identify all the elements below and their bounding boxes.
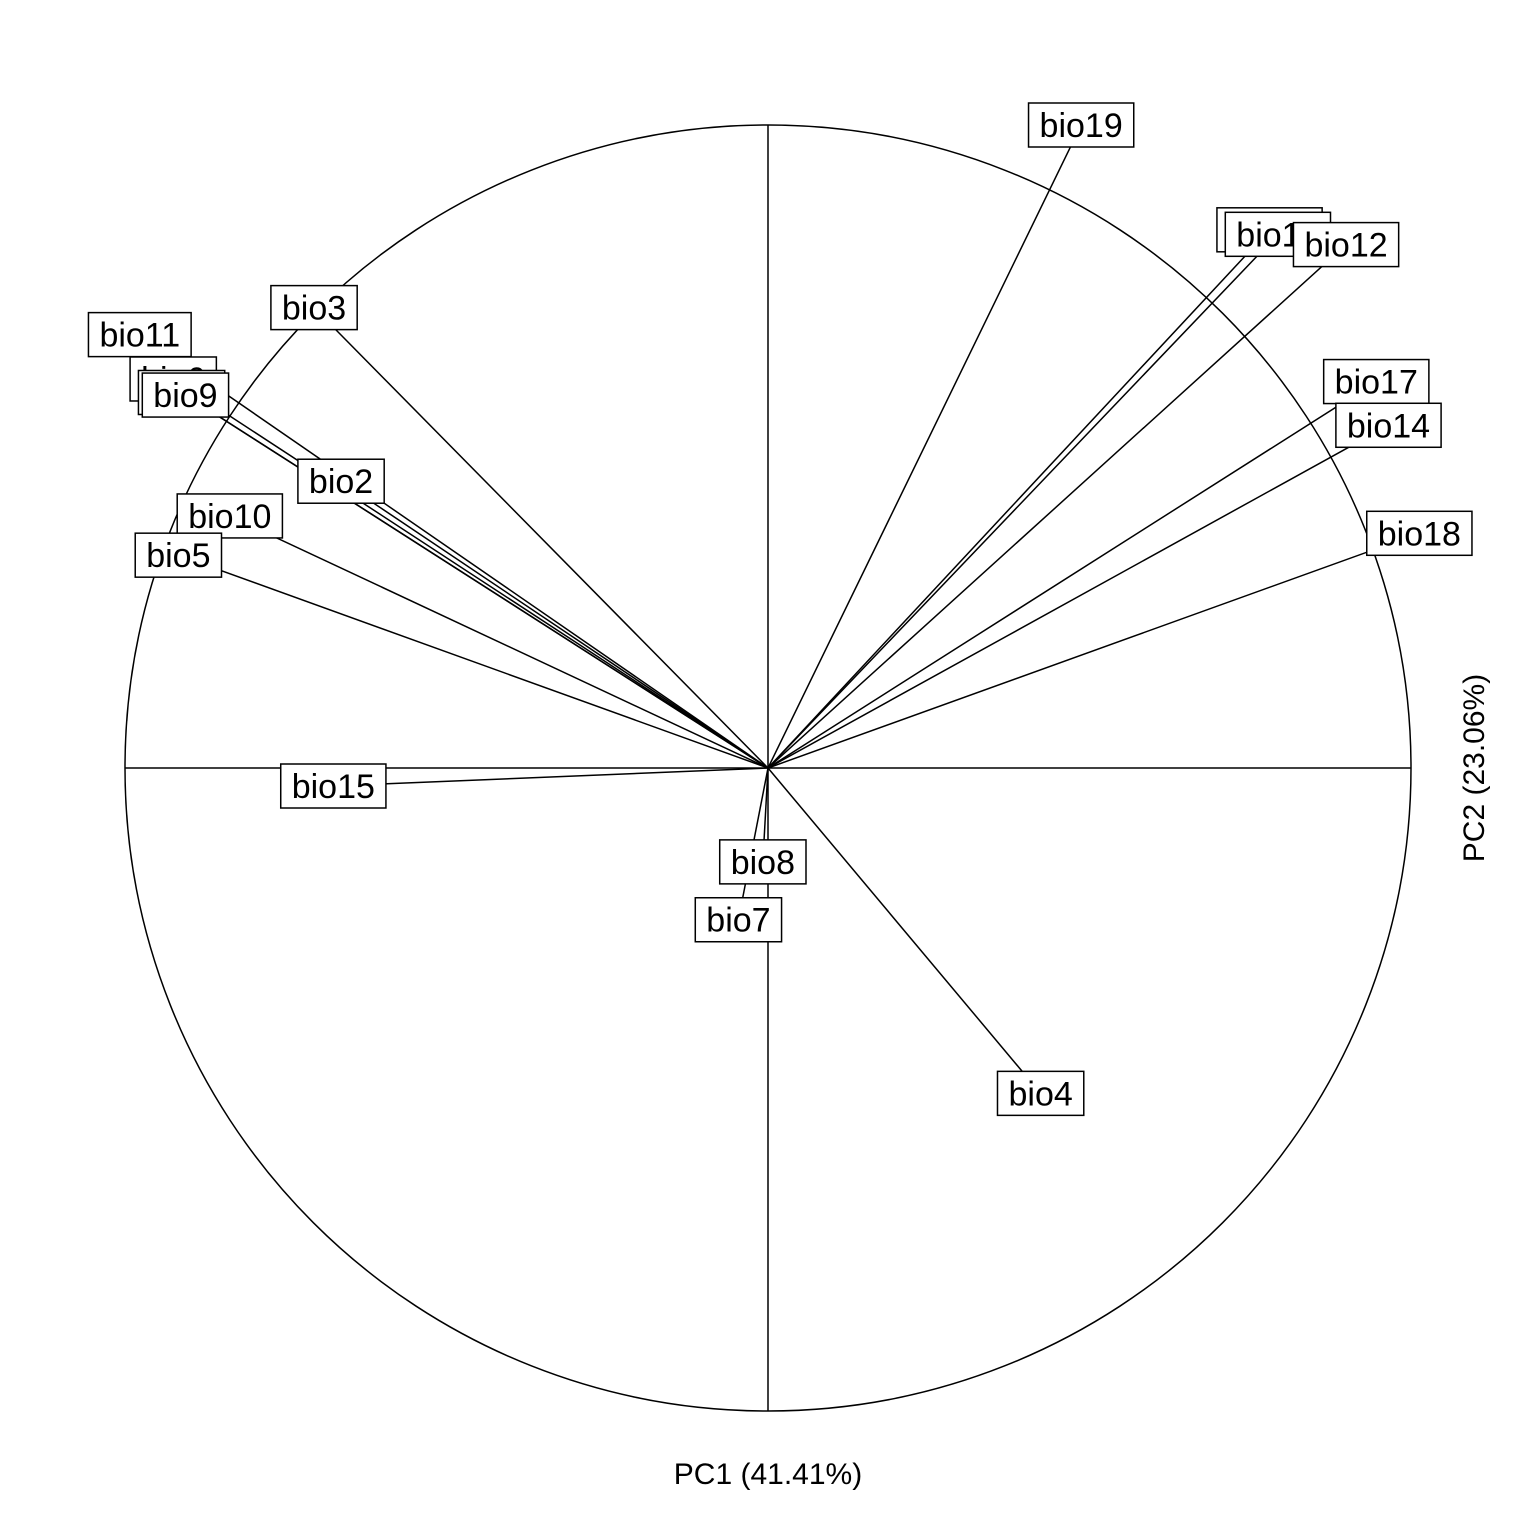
- label-box-bio7: [694, 896, 783, 943]
- loading-arrow-bio15: [331, 767, 769, 793]
- y-axis-title: PC2 (23.06%): [1458, 674, 1491, 862]
- label-box-bio5: [134, 532, 223, 578]
- label-box-bio12: [1292, 221, 1400, 268]
- loading-arrow-bio11: [138, 333, 769, 769]
- loading-arrow-bio9: [184, 394, 769, 769]
- label-text-bio3: bio3: [282, 290, 346, 328]
- label-box-bio10: [176, 493, 284, 539]
- label-box-bio18: [1366, 510, 1473, 557]
- variable-label-bio12: bio12: [1292, 221, 1400, 268]
- loading-arrow-bio5: [176, 552, 769, 769]
- label-box-bio2: [297, 458, 385, 504]
- label-text-bio19: bio19: [1040, 107, 1123, 145]
- variable-label-bio19: bio19: [1027, 102, 1135, 148]
- label-text-bio2: bio2: [309, 463, 373, 501]
- variable-label-bio5: bio5: [134, 532, 223, 578]
- loading-arrow-bio3: [312, 306, 769, 769]
- label-text-bio14: bio14: [1347, 407, 1430, 445]
- loading-arrow-bio2: [339, 480, 769, 769]
- label-box-bio9: [141, 372, 230, 418]
- label-text-bio9: bio9: [153, 377, 217, 415]
- label-text-bio11: bio11: [99, 317, 180, 355]
- loading-arrow-bio13: [767, 228, 1271, 769]
- variable-label-bio8: bio8: [718, 839, 807, 885]
- label-box-bio11: [87, 311, 192, 358]
- variable-label-bio4: bio4: [996, 1070, 1085, 1117]
- label-box-bio4: [996, 1070, 1085, 1117]
- variable-label-bio7: bio7: [694, 896, 783, 943]
- label-text-bio10: bio10: [188, 498, 271, 536]
- loading-arrow-bio4: [767, 767, 1042, 1095]
- variable-label-bio11: bio11: [87, 311, 192, 358]
- loading-arrow-bio16: [767, 233, 1279, 769]
- loading-arrow-bio10: [228, 514, 769, 769]
- label-text-bio15: bio15: [292, 768, 375, 806]
- label-box-bio3: [270, 284, 358, 331]
- loading-arrow-bio6: [171, 378, 769, 769]
- label-box-bio19: [1027, 102, 1135, 148]
- loading-arrow-bio18: [767, 530, 1421, 769]
- label-box-bio8: [718, 839, 807, 885]
- label-box-bio14: [1335, 402, 1442, 449]
- label-text-bio7: bio7: [706, 902, 770, 940]
- variable-label-bio2: bio2: [297, 458, 385, 504]
- label-box-bio15: [279, 763, 387, 809]
- variable-label-bio3: bio3: [270, 284, 358, 331]
- x-axis-title: PC1 (41.41%): [674, 1458, 862, 1491]
- label-text-bio17: bio17: [1335, 364, 1418, 402]
- label-text-bio8: bio8: [731, 844, 795, 882]
- label-text-bio5: bio5: [146, 537, 210, 575]
- label-box-bio17: [1322, 358, 1430, 405]
- loading-arrow-bio12: [767, 243, 1348, 769]
- variable-label-bio14: bio14: [1335, 402, 1442, 449]
- variable-label-bio17: bio17: [1322, 358, 1430, 405]
- label-text-bio18: bio18: [1378, 515, 1461, 553]
- loading-arrow-bio19: [767, 123, 1083, 769]
- variable-label-bio18: bio18: [1366, 510, 1473, 557]
- loading-arrow-bio14: [767, 424, 1390, 769]
- loading-arrow-bio17: [767, 380, 1378, 769]
- label-text-bio4: bio4: [1008, 1075, 1072, 1113]
- variable-label-bio9: bio9: [141, 372, 230, 418]
- variable-label-bio10: bio10: [176, 493, 284, 539]
- variable-label-bio15: bio15: [279, 763, 387, 809]
- label-text-bio12: bio12: [1304, 227, 1387, 265]
